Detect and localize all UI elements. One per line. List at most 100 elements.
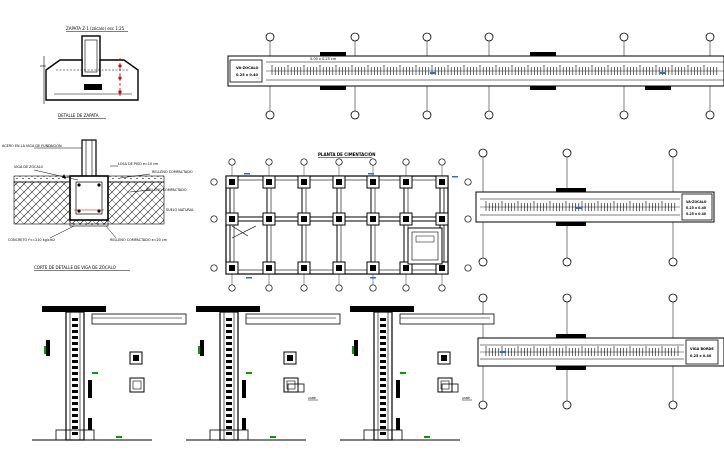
stirrup	[72, 336, 78, 339]
plan-column	[266, 179, 272, 185]
stirrup	[226, 384, 232, 387]
wall-label-1: ACERO EN LA VIGA DE FUNDACIÓN	[2, 143, 62, 148]
plan-column	[336, 179, 342, 185]
plan-column	[301, 265, 307, 271]
stirrup	[226, 324, 232, 327]
stirrup	[380, 384, 386, 387]
side-block	[354, 340, 358, 356]
plan-column	[403, 216, 409, 222]
slab-top	[196, 306, 260, 312]
stirrup	[72, 402, 78, 405]
beam-bottom-tag-line1: VIGA BORDE	[690, 347, 714, 351]
footing-section-title: ZAPATA Z-1 (zócalo) esc 1:25	[66, 26, 125, 31]
green-marker	[198, 346, 200, 354]
stirrup	[72, 354, 78, 357]
detail-outline	[287, 383, 305, 393]
section-core	[441, 355, 447, 361]
plan-column	[266, 265, 272, 271]
footing-section-caption: DETALLE DE ZAPATA	[58, 113, 99, 118]
plan-axis-circle	[300, 284, 308, 292]
column-detail-note: ASBE	[462, 396, 470, 400]
green-marker	[424, 436, 430, 438]
beam-top-tag-line2: 0.25 x 0.40	[236, 73, 259, 77]
plan-axis-circle	[464, 178, 472, 186]
green-marker	[246, 372, 252, 374]
stirrup	[380, 408, 386, 411]
side-block	[396, 380, 400, 398]
stirrup	[72, 384, 78, 387]
stirrup	[380, 342, 386, 345]
plan-column	[229, 179, 235, 185]
side-block	[200, 340, 204, 356]
stirrup	[380, 378, 386, 381]
stirrup	[226, 360, 232, 363]
stirrup	[72, 348, 78, 351]
section-core	[133, 355, 139, 361]
stirrup	[226, 378, 232, 381]
plan-column	[439, 216, 445, 222]
green-marker	[270, 436, 276, 438]
stirrup	[380, 426, 386, 429]
plan-column	[370, 179, 376, 185]
stirrup	[226, 318, 232, 321]
stirrup	[226, 396, 232, 399]
plan-axis-circle	[402, 158, 410, 166]
section-box	[437, 377, 453, 393]
stirrup	[72, 420, 78, 423]
stirrup	[380, 330, 386, 333]
stirrup	[72, 366, 78, 369]
stirrup	[72, 408, 78, 411]
stirrup	[72, 432, 78, 435]
stirrup	[380, 366, 386, 369]
stirrup	[380, 318, 386, 321]
plan-axis-circle	[369, 284, 377, 292]
beam-mid-tag-line3: 0.25 x 0.40	[686, 212, 707, 216]
plan-column	[229, 216, 235, 222]
section-core	[286, 380, 296, 390]
stirrup	[380, 396, 386, 399]
beam-mid-tag-line1: VA-ZOCALO	[686, 200, 707, 204]
stirrup	[226, 390, 232, 393]
stirrup	[226, 336, 232, 339]
section-core	[132, 380, 142, 390]
beam-elevation-bottom: VIGA BORDE 0.25 x 0.40	[477, 293, 724, 410]
beam-section	[245, 313, 341, 325]
plan-axis-circle	[438, 158, 446, 166]
wall-label-2: VIGA DE ZÓCALO	[14, 164, 44, 169]
wall-label-5: RELLENO COMPACTADO	[146, 188, 187, 192]
wall-section-caption: CORTE DE DETALLE DE VIGA DE ZÓCALO	[34, 265, 116, 270]
stirrup	[380, 432, 386, 435]
section-core	[287, 355, 293, 361]
stirrup	[72, 324, 78, 327]
detail-outline	[441, 383, 459, 393]
plan-axis-circle	[210, 178, 218, 186]
stirrup	[72, 372, 78, 375]
plan-axis-circle	[228, 158, 236, 166]
stirrup	[380, 402, 386, 405]
side-block	[242, 380, 246, 398]
footing-section: ZAPATA Z-1 (zócalo) esc 1:25 DETALLE DE …	[40, 26, 139, 119]
section-core	[440, 380, 450, 390]
plan-column	[403, 179, 409, 185]
foundation-plan-title: PLANTA DE CIMENTACIÓN	[318, 152, 375, 157]
section-box	[283, 377, 299, 393]
footing-base	[363, 429, 403, 441]
stirrup	[226, 402, 232, 405]
side-block	[88, 380, 92, 398]
stirrup	[72, 342, 78, 345]
side-block	[396, 418, 400, 430]
beam-elevation-top: 5.00 x 0.25 cm VA-ZOCALO 0.25 x 0.40	[227, 32, 724, 120]
wall-label-4: RELLENO COMPACTADO	[152, 170, 193, 174]
stirrup	[226, 414, 232, 417]
column-detail-3: ASBE	[340, 306, 495, 441]
beam-top-stirrups	[271, 65, 718, 75]
plan-column	[439, 179, 445, 185]
stirrup	[380, 336, 386, 339]
plan-column	[301, 216, 307, 222]
stirrup	[226, 330, 232, 333]
plan-column	[266, 216, 272, 222]
wall-label-7: CONCRETO f'c=210 kg/cm2	[8, 238, 55, 242]
green-marker	[44, 346, 46, 354]
plan-axis-circle	[228, 284, 236, 292]
wall-label-8: RELLENO COMPACTADO e=20 cm	[110, 238, 168, 242]
